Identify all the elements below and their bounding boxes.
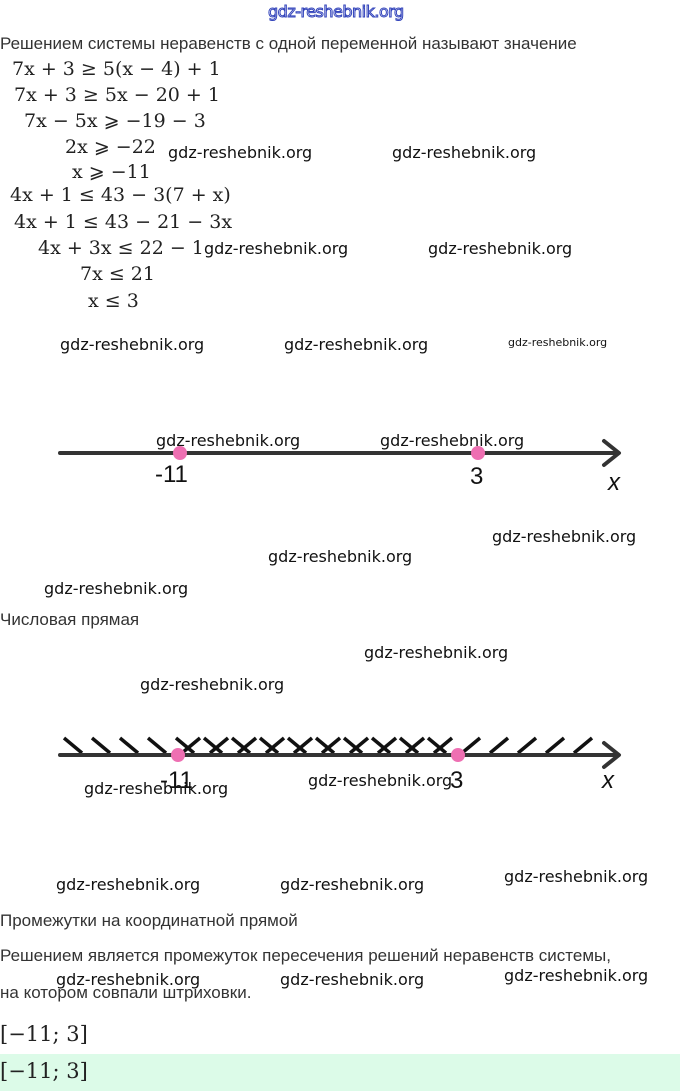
watermark: gdz-reshebnik.org [156, 431, 301, 450]
hatch-stroke [208, 736, 230, 755]
arrow-head-icon [602, 439, 621, 467]
point-label: -11 [160, 767, 193, 794]
watermark: gdz-reshebnik.org [168, 143, 313, 162]
point-label: -11 [155, 461, 188, 488]
ineq1-step-5: x ⩾ −11 [72, 161, 151, 183]
hatch-stroke [264, 736, 286, 755]
hatch-stroke [342, 736, 364, 755]
watermark: gdz-reshebnik.org [428, 239, 573, 258]
conclusion-line-1: Решением является промежуток пересечения… [0, 946, 611, 965]
site-watermark-header: gdz-reshebnik.org [268, 2, 405, 22]
hatching-left [62, 736, 448, 755]
ineq1-step-1: 7x + 3 ≥ 5(x − 4) + 1 [12, 58, 221, 80]
hatch-stroke [398, 736, 420, 755]
hatch-stroke [314, 736, 336, 755]
arrow-head-icon [602, 741, 621, 769]
answer-box: [−11; 3] [0, 1054, 680, 1091]
answer-interval: [−11; 3] [0, 1059, 88, 1083]
watermark: gdz-reshebnik.org [44, 579, 189, 598]
watermark: gdz-reshebnik.org [60, 335, 205, 354]
point-minus-11 [173, 446, 187, 460]
watermark: gdz-reshebnik.org [392, 143, 537, 162]
hatch-stroke [348, 736, 370, 755]
point-label: 3 [450, 767, 463, 794]
axis-label: x [607, 469, 621, 496]
axis-label: x [601, 767, 615, 794]
ineq1-step-3: 7x − 5x ⩾ −19 − 3 [24, 110, 206, 132]
hatch-stroke [174, 736, 196, 755]
watermark: gdz-reshebnik.org [308, 771, 453, 790]
hatch-stroke [488, 736, 510, 755]
hatch-stroke [236, 736, 258, 755]
result-interval: [−11; 3] [0, 1022, 88, 1046]
hatch-stroke [292, 736, 314, 755]
ineq2-step-1: 4x + 1 ≤ 43 − 3(7 + x) [10, 184, 231, 206]
point-3 [451, 748, 465, 762]
watermark: gdz-reshebnik.org [280, 875, 425, 894]
hatch-stroke [90, 736, 112, 755]
hatch-stroke [286, 736, 308, 755]
ineq1-step-4: 2x ⩾ −22 [65, 136, 156, 158]
ineq2-step-3: 4x + 3x ≤ 22 − 1 [38, 237, 204, 259]
hatch-stroke [432, 736, 454, 755]
watermark: gdz-reshebnik.org [508, 336, 608, 349]
number-line-2: -11 3 x [58, 736, 621, 794]
hatch-stroke [202, 736, 224, 755]
point-3 [471, 446, 485, 460]
hatch-stroke [426, 736, 448, 755]
hatch-stroke [320, 736, 342, 755]
hatch-stroke [404, 736, 426, 755]
caption-number-line: Числовая прямая [0, 610, 140, 629]
conclusion-line-2: на котором совпали штриховки. [0, 983, 252, 1002]
watermark: gdz-reshebnik.org [140, 675, 285, 694]
ineq2-step-4: 7x ≤ 21 [80, 263, 155, 285]
hatch-stroke [370, 736, 392, 755]
hatching-right [180, 736, 594, 755]
hatch-stroke [118, 736, 140, 755]
hatch-stroke [146, 736, 168, 755]
ineq2-step-2: 4x + 1 ≤ 43 − 21 − 3x [14, 211, 233, 233]
watermark: gdz-reshebnik.org [280, 970, 425, 989]
watermark: gdz-reshebnik.org [56, 970, 201, 989]
watermark: gdz-reshebnik.org [204, 239, 349, 258]
caption-intervals: Промежутки на координатной прямой [0, 911, 298, 930]
watermark: gdz-reshebnik.org [84, 779, 229, 798]
hatch-stroke [460, 736, 482, 755]
ineq2-step-5: x ≤ 3 [88, 290, 139, 312]
ineq1-step-2: 7x + 3 ≥ 5x − 20 + 1 [14, 84, 220, 106]
hatch-stroke [62, 736, 84, 755]
watermark: gdz-reshebnik.org [268, 547, 413, 566]
intro-text: Решением системы неравенств с одной пере… [0, 34, 577, 53]
hatch-stroke [230, 736, 252, 755]
watermark: gdz-reshebnik.org [364, 643, 509, 662]
hatch-stroke [572, 736, 594, 755]
watermark: gdz-reshebnik.org [284, 335, 429, 354]
number-line-1: -11 3 x [58, 439, 621, 496]
watermark: gdz-reshebnik.org [56, 875, 201, 894]
hatch-stroke [258, 736, 280, 755]
hatch-stroke [180, 736, 202, 755]
hatch-stroke [516, 736, 538, 755]
watermark: gdz-reshebnik.org [492, 527, 637, 546]
watermark: gdz-reshebnik.org [504, 966, 649, 985]
point-label: 3 [470, 463, 483, 490]
point-minus-11 [171, 748, 185, 762]
hatch-stroke [544, 736, 566, 755]
watermark: gdz-reshebnik.org [504, 867, 649, 886]
hatch-stroke [376, 736, 398, 755]
watermark: gdz-reshebnik.org [380, 431, 525, 450]
